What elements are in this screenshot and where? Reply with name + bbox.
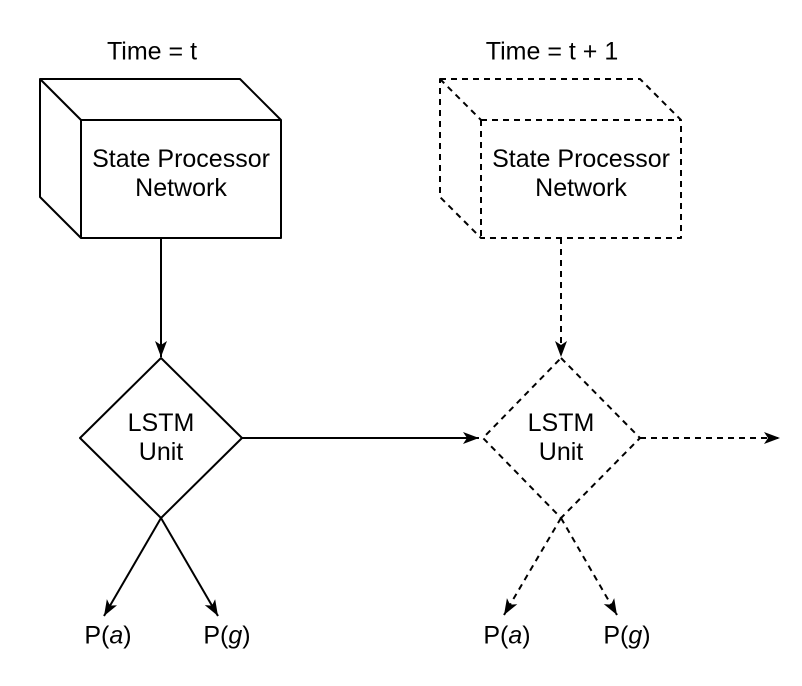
output-label-pg-t1: P(g) xyxy=(603,622,650,651)
arrow-lstm-t-to-pg xyxy=(160,517,219,617)
state-processor-box-t xyxy=(39,78,282,239)
pa-t1-variable: a xyxy=(508,621,523,650)
output-label-pg-t: P(g) xyxy=(203,622,250,651)
lstm-unit-label-t1: LSTM Unit xyxy=(528,409,595,467)
output-label-pa-t1: P(a) xyxy=(483,622,530,651)
time-label-t1: Time = t + 1 xyxy=(485,37,619,66)
box-outline-t xyxy=(39,78,282,239)
pa-t1-suffix: ) xyxy=(522,621,531,650)
pa-t1-prefix: P( xyxy=(483,621,509,650)
box-outline-t1 xyxy=(439,78,682,239)
box-edge-left-diagonal-t1 xyxy=(439,78,482,121)
state-processor-label-t1-line2: Network xyxy=(535,174,627,202)
pg-t-suffix: ) xyxy=(242,621,251,650)
arrow-lstm-t1-to-pa xyxy=(503,517,562,616)
state-processor-label-t1-line1: State Processor xyxy=(492,145,670,173)
pa-t-variable: a xyxy=(109,621,124,650)
arrow-lstm-t-to-pa xyxy=(103,517,162,617)
output-label-pa-t: P(a) xyxy=(84,622,131,651)
box-edge-left-diagonal-t xyxy=(39,78,82,121)
state-processor-label-t1: State Processor Network xyxy=(492,145,670,203)
lstm-unit-label-t1-line2: Unit xyxy=(538,438,584,466)
pg-t-prefix: P( xyxy=(203,621,229,650)
pg-t1-suffix: ) xyxy=(642,621,651,650)
pg-t-variable: g xyxy=(228,621,243,650)
pg-t1-variable: g xyxy=(628,621,643,650)
state-processor-label-t: State Processor Network xyxy=(92,145,270,203)
lstm-unit-label-t: LSTM Unit xyxy=(128,409,195,467)
pg-t1-prefix: P( xyxy=(603,621,629,650)
arrow-lstm-t1-to-pg xyxy=(560,517,618,616)
state-processor-box-t1 xyxy=(439,78,682,239)
time-label-t: Time = t xyxy=(106,37,198,66)
lstm-unit-label-t1-line1: LSTM xyxy=(527,409,595,437)
lstm-unit-label-t-line1: LSTM xyxy=(127,409,195,437)
pa-t-prefix: P( xyxy=(84,621,110,650)
state-processor-label-t-line2: Network xyxy=(135,174,227,202)
pa-t-suffix: ) xyxy=(123,621,132,650)
state-processor-label-t-line1: State Processor xyxy=(92,145,270,173)
lstm-unit-label-t-line2: Unit xyxy=(138,438,184,466)
